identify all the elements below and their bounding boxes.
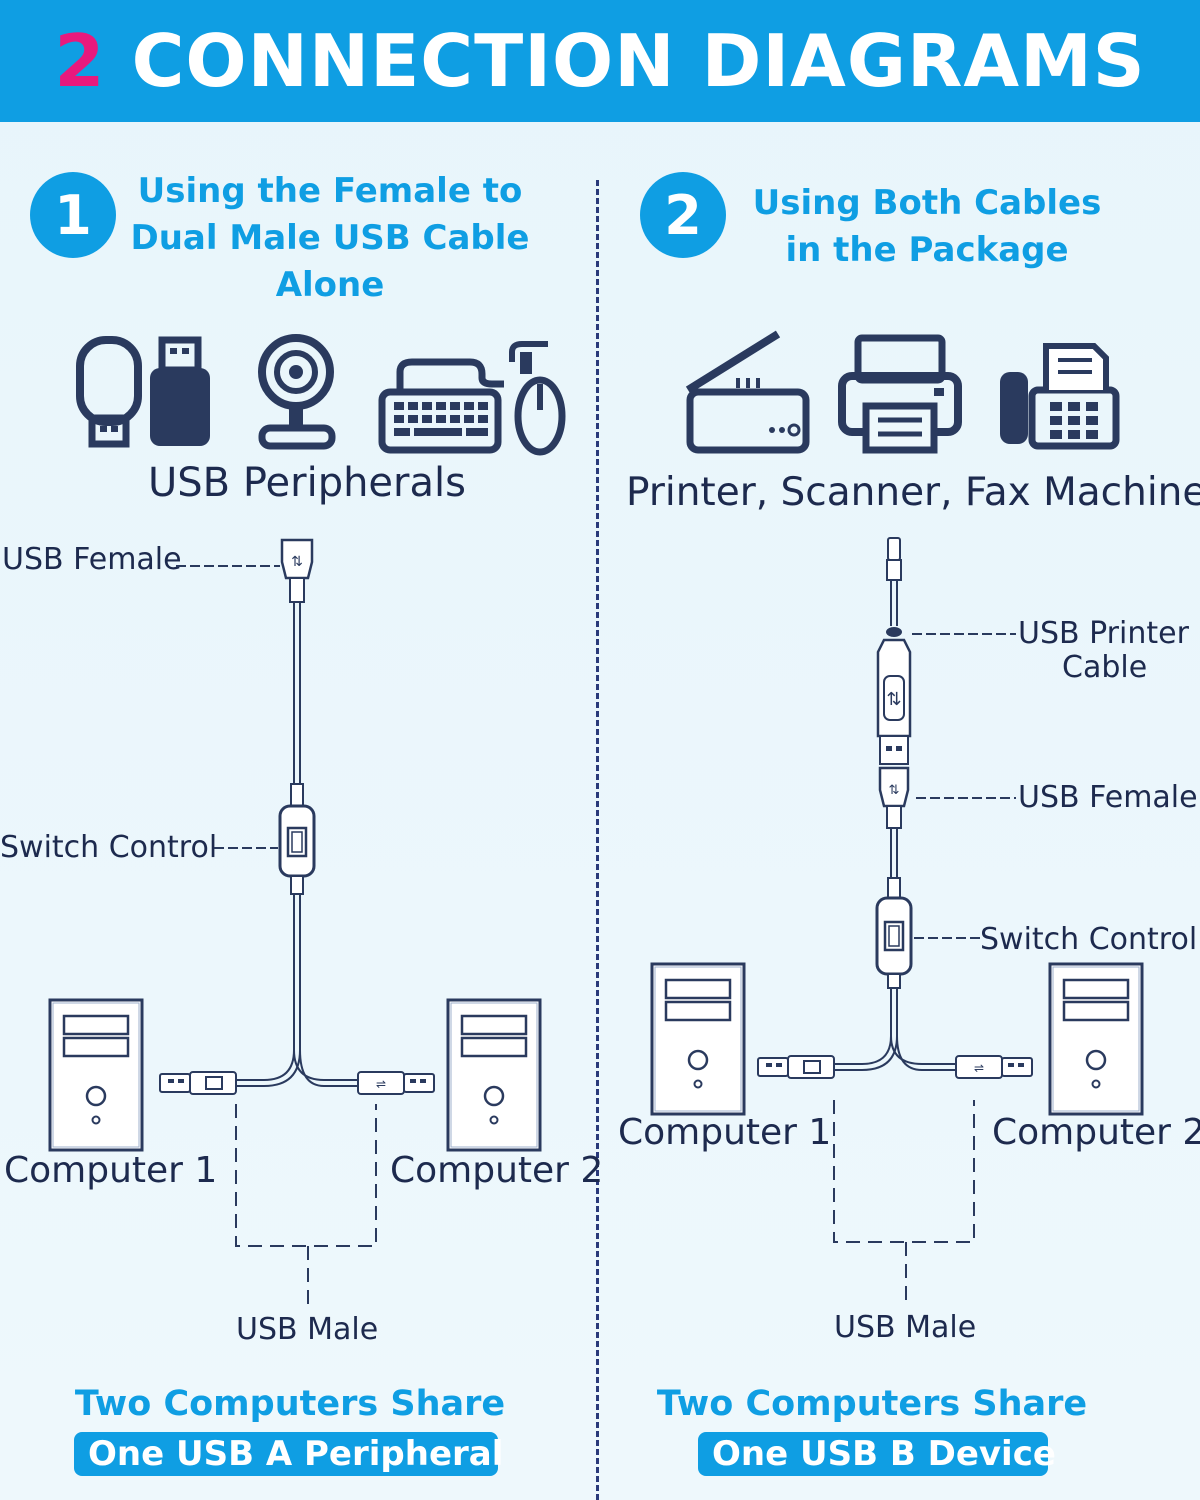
webcam-icon — [258, 334, 336, 450]
right-cable-diagram: ⇅ ⇅ — [650, 537, 1144, 1304]
right-usb-female-label: USB Female — [1018, 780, 1198, 815]
left-toggle-switch-icon — [278, 804, 316, 878]
header-banner: 2 CONNECTION DIAGRAMS — [0, 0, 1200, 122]
left-usb-male-label: USB Male — [236, 1312, 379, 1347]
right-computer-1-label: Computer 1 — [618, 1112, 832, 1153]
right-toggle-switch-icon — [875, 896, 913, 976]
right-computer-1-icon — [650, 962, 746, 1116]
right-usb-male-plug-1-icon — [757, 1055, 835, 1079]
right-share-line-1: Two Computers Share — [656, 1384, 1088, 1424]
right-share-line-2: One USB B Device — [698, 1432, 1056, 1476]
left-computer-1-icon — [48, 998, 144, 1152]
svg-text:⇅: ⇅ — [886, 689, 901, 710]
right-computer-2-icon — [1048, 962, 1144, 1116]
scanner-icon — [685, 330, 810, 454]
left-switch-control-label: Switch Control — [0, 830, 218, 865]
left-share-line-2: One USB A Peripheral — [74, 1432, 503, 1476]
left-computer-2-label: Computer 2 — [390, 1150, 604, 1191]
right-usb-female-connector-icon: ⇅ — [878, 766, 910, 829]
keyboard-icon — [378, 358, 504, 454]
title-number: 2 — [54, 19, 106, 103]
usb-peripherals-label: USB Peripherals — [148, 460, 466, 506]
center-divider — [596, 180, 599, 1500]
right-usb-male-plug-2-icon — [955, 1055, 1033, 1079]
left-computer-1-label: Computer 1 — [4, 1150, 218, 1191]
step-2-title: Using Both Cables in the Package — [752, 183, 1102, 270]
usb-flash-drive-icon — [76, 336, 210, 448]
title-text: CONNECTION DIAGRAMS — [131, 19, 1146, 103]
mouse-icon — [509, 341, 566, 456]
left-usb-male-plug-1-icon — [159, 1071, 237, 1095]
usb-printer-cable-label-line-2: Cable — [1062, 650, 1148, 685]
left-share-line-1: Two Computers Share — [74, 1384, 506, 1424]
svg-text:⇅: ⇅ — [889, 783, 900, 798]
page-title: 2 CONNECTION DIAGRAMS — [54, 19, 1145, 103]
right-computer-2-label: Computer 2 — [992, 1112, 1200, 1153]
left-usb-male-plug-2-icon — [357, 1071, 435, 1095]
printer-scanner-fax-label: Printer, Scanner, Fax Machine — [626, 470, 1200, 515]
right-usb-male-label: USB Male — [834, 1310, 977, 1345]
left-cable-diagram: ⇅ — [48, 538, 542, 1306]
left-computer-2-icon — [446, 998, 542, 1152]
left-usb-female-connector-icon: ⇅ — [280, 538, 314, 603]
step-1-title: Using the Female to Dual Male USB Cable … — [130, 171, 530, 305]
right-switch-control-label: Switch Control — [980, 922, 1198, 957]
usb-printer-cable-label-line-1: USB Printer — [1018, 616, 1189, 651]
svg-text:⇅: ⇅ — [291, 554, 303, 570]
step-2-badge: 2 — [640, 172, 726, 258]
left-usb-female-label: USB Female — [2, 542, 182, 577]
step-1-badge: 1 — [30, 172, 116, 258]
fax-machine-icon — [1000, 343, 1120, 450]
printer-icon — [838, 334, 962, 454]
usb-printer-cable-connector-icon: ⇅ — [876, 638, 912, 765]
